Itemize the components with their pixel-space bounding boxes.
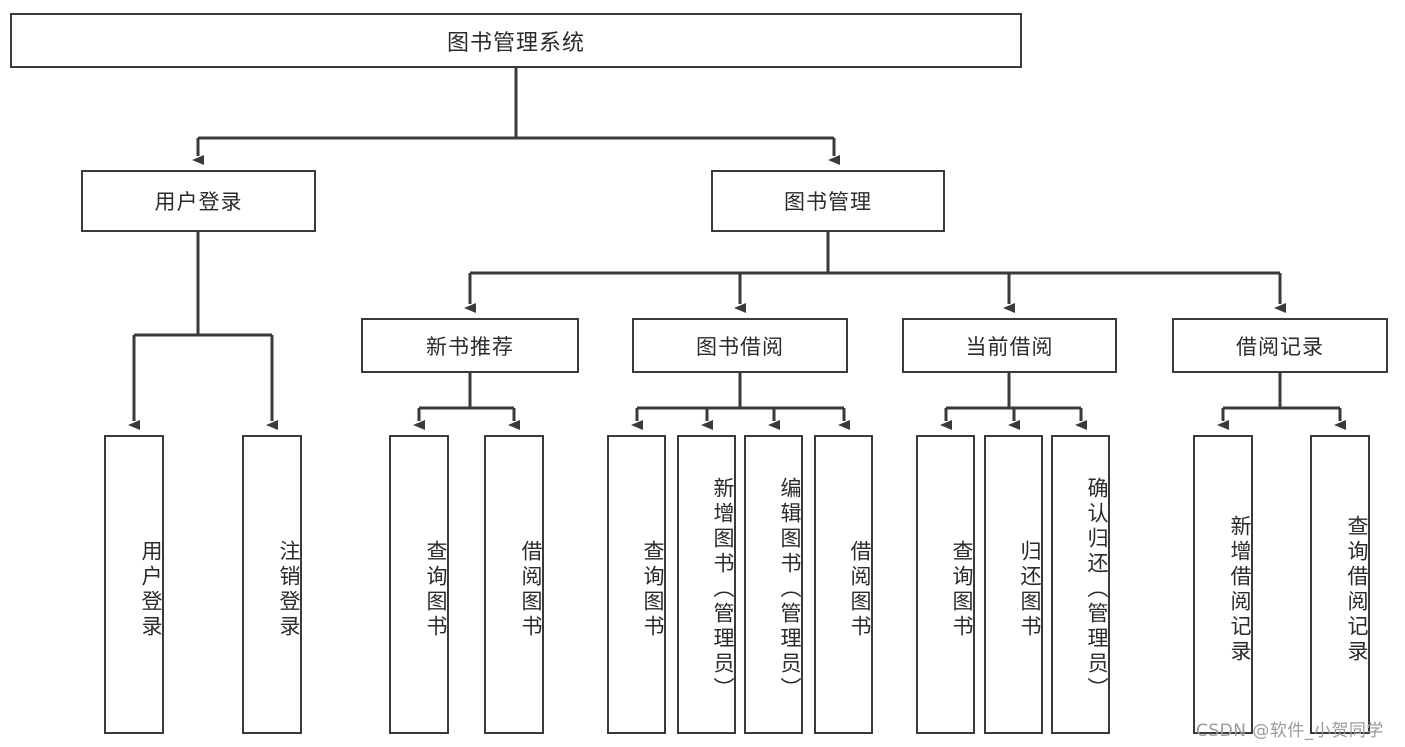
node-root[interactable]: 图书管理系统: [10, 13, 1022, 68]
node-label: 查询借阅记录: [1345, 514, 1369, 665]
node-label: 归还图书: [1018, 539, 1042, 640]
node-label: 借阅记录: [1236, 334, 1324, 359]
node-label: 图书借阅: [696, 334, 784, 359]
node-label: 注销登录: [277, 539, 301, 640]
node-current-borrow[interactable]: 当前借阅: [902, 318, 1117, 373]
node-borrow-record[interactable]: 借阅记录: [1172, 318, 1388, 373]
node-leaf-edit-book[interactable]: 编辑图书（管理员）: [744, 435, 803, 734]
node-leaf-user-login[interactable]: 用户登录: [104, 435, 164, 734]
node-leaf-confirm-return[interactable]: 确认归还（管理员）: [1051, 435, 1110, 734]
node-label: 新书推荐: [426, 334, 514, 359]
node-label: 图书管理: [784, 190, 872, 214]
node-leaf-query-book-cb[interactable]: 查询图书: [916, 435, 975, 734]
node-label: 编辑图书（管理员）: [778, 477, 802, 702]
node-label: 查询图书: [950, 539, 974, 640]
node-label: 用户登录: [154, 190, 243, 214]
node-label: 借阅图书: [519, 539, 543, 640]
node-label: 查询图书: [424, 539, 448, 640]
node-leaf-add-book[interactable]: 新增图书（管理员）: [677, 435, 736, 734]
node-leaf-borrow-book-rec[interactable]: 借阅图书: [484, 435, 544, 734]
node-leaf-return-book[interactable]: 归还图书: [984, 435, 1043, 734]
node-label: 确认归还（管理员）: [1085, 477, 1109, 702]
node-book-manage[interactable]: 图书管理: [711, 170, 945, 232]
node-leaf-borrow-book-bb[interactable]: 借阅图书: [814, 435, 873, 734]
node-leaf-query-record[interactable]: 查询借阅记录: [1310, 435, 1370, 734]
node-label: 图书管理系统: [446, 30, 585, 56]
node-new-book-rec[interactable]: 新书推荐: [361, 318, 579, 373]
node-label: 用户登录: [139, 539, 163, 640]
node-book-borrow[interactable]: 图书借阅: [632, 318, 848, 373]
node-label: 查询图书: [641, 539, 665, 640]
watermark-text: CSDN @软件_小贺同学: [1196, 721, 1384, 741]
node-label: 新增图书（管理员）: [711, 477, 735, 702]
node-leaf-add-record[interactable]: 新增借阅记录: [1193, 435, 1253, 734]
node-label: 当前借阅: [965, 334, 1054, 359]
node-label: 借阅图书: [848, 539, 872, 640]
node-leaf-user-logout[interactable]: 注销登录: [242, 435, 302, 734]
node-label: 新增借阅记录: [1228, 514, 1252, 665]
node-user-login[interactable]: 用户登录: [81, 170, 316, 232]
node-leaf-query-book-rec[interactable]: 查询图书: [389, 435, 449, 734]
node-leaf-query-book-bb[interactable]: 查询图书: [607, 435, 666, 734]
